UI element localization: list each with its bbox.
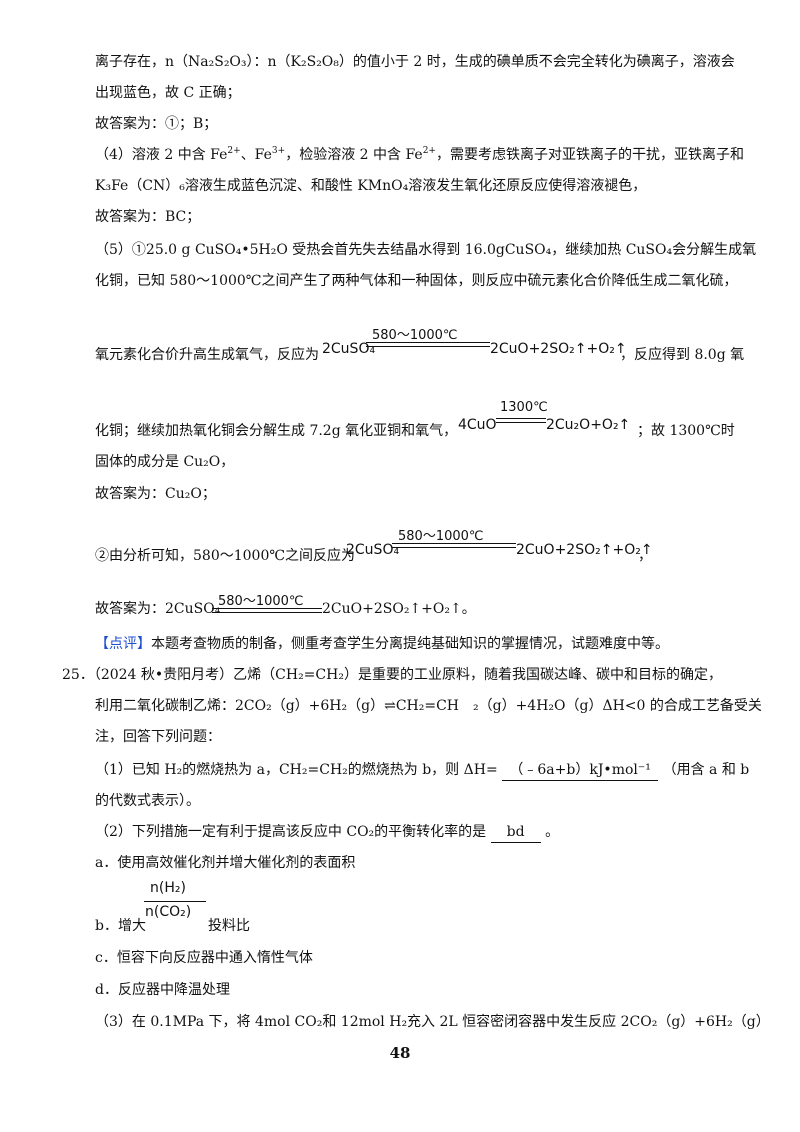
fraction-numerator: n(H₂) xyxy=(150,880,186,896)
text-line: 氧元素化合价升高生成氧气，反应为 xyxy=(95,347,319,363)
chemical-equation: 580～1000℃ 2CuSO₄ 2CuO+2SO₂↑+O₂↑ xyxy=(346,523,653,573)
answer-blank: bd xyxy=(490,822,541,843)
reaction-condition: 580～1000℃ xyxy=(218,594,304,609)
text-line: 化铜；继续加热氧化铜会分解生成 7.2g 氧化亚铜和氧气， xyxy=(95,423,458,439)
text-line: 故答案为：Cu₂O； xyxy=(95,486,216,502)
text-line: 故答案为：①；B； xyxy=(95,116,218,132)
question-title: 25．（2024 秋•贵阳月考）乙烯（CH₂=CH₂）是重要的工业原料，随着我国… xyxy=(62,667,722,683)
page-number: 48 xyxy=(389,1044,411,1062)
reaction-condition: 580～1000℃ xyxy=(398,529,484,544)
option-c: c．恒容下向反应器中通入惰性气体 xyxy=(95,950,313,966)
text-line: ②由分析可知，580～1000℃之间反应为 xyxy=(95,548,356,564)
chemical-equation: 580～1000℃ xyxy=(212,590,324,620)
text-line: 故答案为：BC； xyxy=(95,209,201,225)
option-a: a．使用高效催化剂并增大催化剂的表面积 xyxy=(95,855,356,871)
text-line: K₃Fe（CN）₆溶液生成蓝色沉淀、和酸性 KMnO₄溶液发生氧化还原反应使得溶… xyxy=(95,178,647,194)
text-line: 出现蓝色，故 C 正确； xyxy=(95,85,241,101)
option-b: b．增大 xyxy=(95,918,146,934)
comment-tag: 【点评】 xyxy=(95,636,151,652)
option-d: d．反应器中降温处理 xyxy=(95,982,230,998)
text-line: （1）已知 H₂的燃烧热为 a，CH₂=CH₂的燃烧热为 b，则 ΔH= （﹣6… xyxy=(95,760,749,781)
text-line: ；故 1300℃时 xyxy=(637,423,735,439)
text-line: 离子存在，n（Na₂S₂O₃）：n（K₂S₂O₈）的值小于 2 时，生成的碘单质… xyxy=(95,54,735,70)
fraction-denominator: n(CO₂) xyxy=(145,904,192,920)
text-line: （4）溶液 2 中含 Fe2+、Fe3+，检验溶液 2 中含 Fe2+，需要考虑… xyxy=(95,146,744,164)
text-line: ， xyxy=(638,548,652,564)
text-line: （5）①25.0 g CuSO₄•5H₂O 受热会首先失去结晶水得到 16.0g… xyxy=(95,242,757,258)
chemical-equation: 580～1000℃ 2CuSO₄ 2CuO+2SO₂↑+O₂↑ xyxy=(322,322,627,372)
answer-blank: （﹣6a+b）kJ•mol⁻¹ xyxy=(502,760,659,781)
text-line: 故答案为：2CuSO₄ xyxy=(95,601,221,617)
text-line: 利用二氧化碳制乙烯：2CO₂（g）+6H₂（g）⇌CH₂=CH ₂（g）+4H₂… xyxy=(95,698,762,714)
text-line: 注，回答下列问题： xyxy=(95,729,221,745)
comment-line: 【点评】本题考查物质的制备，侧重考查学生分离提纯基础知识的掌握情况，试题难度中等… xyxy=(95,636,669,652)
text-line: 投料比 xyxy=(208,918,250,934)
ratio-fraction: n(H₂) n(CO₂) xyxy=(144,880,208,930)
text-line: 2CuO+2SO₂↑+O₂↑。 xyxy=(322,601,476,617)
reaction-condition: 580～1000℃ xyxy=(372,328,458,343)
chemical-equation: 1300℃ 4CuO 2Cu₂O+O₂↑ xyxy=(458,400,631,433)
reaction-condition: 1300℃ xyxy=(500,400,548,415)
text-line: ，反应得到 8.0g 氧 xyxy=(620,347,745,363)
text-line: 固体的成分是 Cu₂O， xyxy=(95,454,235,470)
text-line: 化铜，已知 580～1000℃之间产生了两种气体和一种固体，则反应中硫元素化合价… xyxy=(95,273,738,289)
text-line: （3）在 0.1MPa 下，将 4mol CO₂和 12mol H₂充入 2L … xyxy=(95,1014,770,1030)
text-line: （2）下列措施一定有利于提高该反应中 CO₂的平衡转化率的是 bd 。 xyxy=(95,822,740,843)
text-line: 的代数式表示）。 xyxy=(95,793,200,809)
